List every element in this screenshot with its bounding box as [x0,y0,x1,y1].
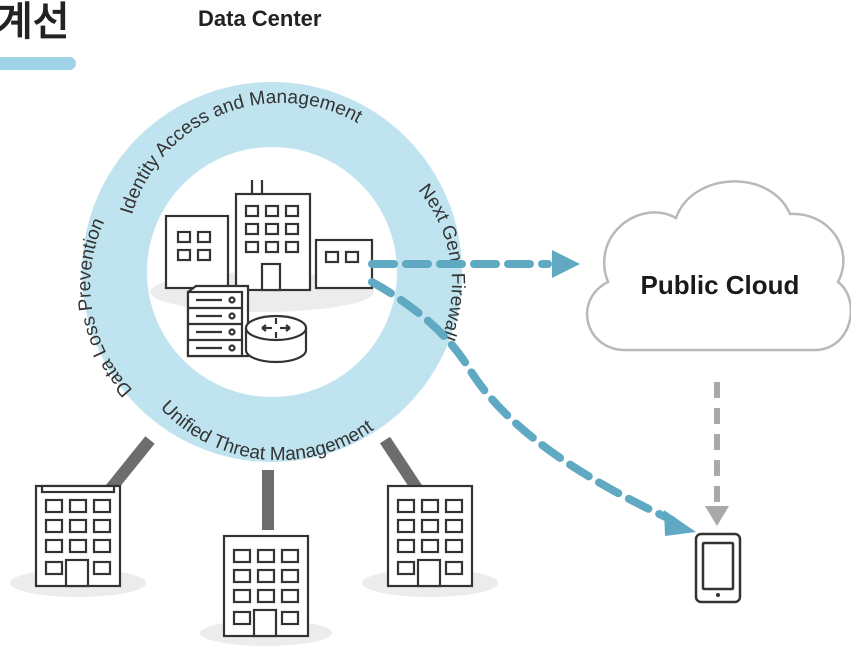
cloud-icon [585,180,851,352]
arrow-to-tablet [368,278,676,524]
building-icon [234,180,312,292]
public-cloud-label: Public Cloud [640,270,800,300]
branch-connectors [103,436,424,530]
arrowhead-tablet [664,510,696,536]
office-building-icon [362,484,498,597]
data-center-icons [150,180,374,364]
building-icon [164,214,230,290]
office-building-icon [10,484,146,597]
office-building-icon [200,534,332,646]
arrowhead-cloud [552,250,580,278]
data-center-title: Data Center [198,6,322,31]
corner-title: 계선 [0,0,70,45]
building-icon [314,238,374,290]
router-icon [244,314,308,364]
title-accent-bar [0,57,76,70]
arrowhead-gray [705,506,729,526]
tablet-icon [694,532,742,604]
server-rack-icon [186,284,250,358]
